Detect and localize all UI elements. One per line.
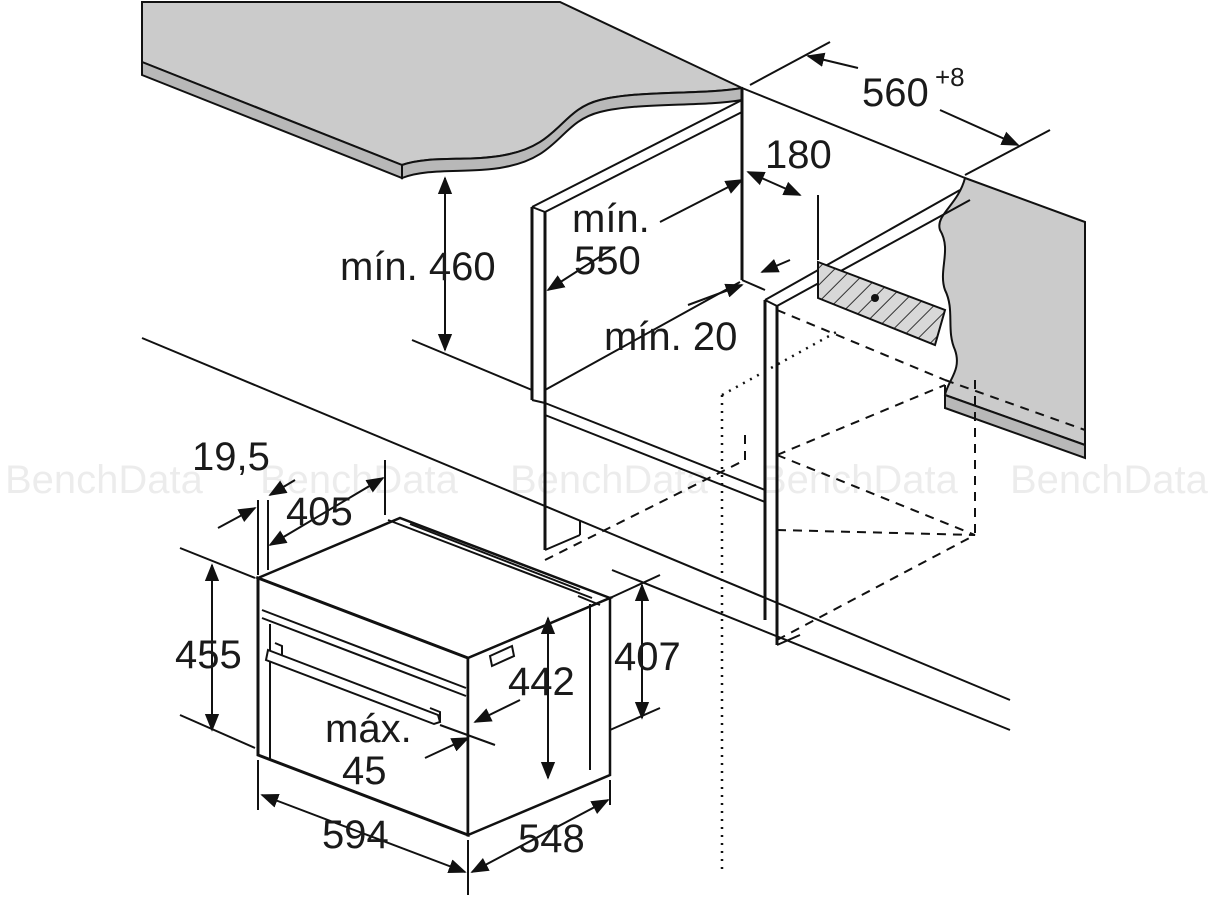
dimension-labels: mín. 460 mín. 550 560 +8 180 mín. 20 19,… (175, 62, 965, 861)
label-560: 560 (862, 71, 929, 115)
oven-appliance (254, 516, 614, 838)
label-442: 442 (508, 660, 575, 704)
label-19-5: 19,5 (192, 435, 270, 479)
label-407: 407 (614, 635, 681, 679)
label-455: 455 (175, 633, 242, 677)
cabinet-structure (530, 87, 971, 646)
watermark: BenchData (760, 458, 959, 502)
socket-icon (871, 294, 879, 302)
dimension-lines (179, 41, 1051, 895)
watermark: BenchData (1010, 458, 1209, 502)
label-max-45-line1: máx. (325, 707, 412, 751)
label-min-550-line2: 550 (574, 239, 641, 283)
label-min-460: mín. 460 (340, 245, 496, 289)
floor-lines (141, 337, 1011, 731)
label-548: 548 (518, 817, 585, 861)
label-max-45-line2: 45 (342, 749, 387, 793)
label-560-tolerance: +8 (935, 62, 965, 92)
left-countertop (141, 1, 746, 180)
label-180: 180 (765, 133, 832, 177)
socket-area (817, 260, 947, 347)
label-594: 594 (322, 813, 389, 857)
watermark: BenchData (510, 458, 709, 502)
watermark: BenchData (5, 458, 204, 502)
center-line (720, 328, 841, 875)
right-countertop (938, 176, 1086, 460)
label-min-20: mín. 20 (604, 315, 737, 359)
watermark-group: BenchData BenchData BenchData BenchData … (5, 458, 1209, 502)
label-min-550-line1: mín. (572, 197, 650, 241)
hidden-lines (544, 309, 1086, 641)
label-405: 405 (286, 490, 353, 534)
